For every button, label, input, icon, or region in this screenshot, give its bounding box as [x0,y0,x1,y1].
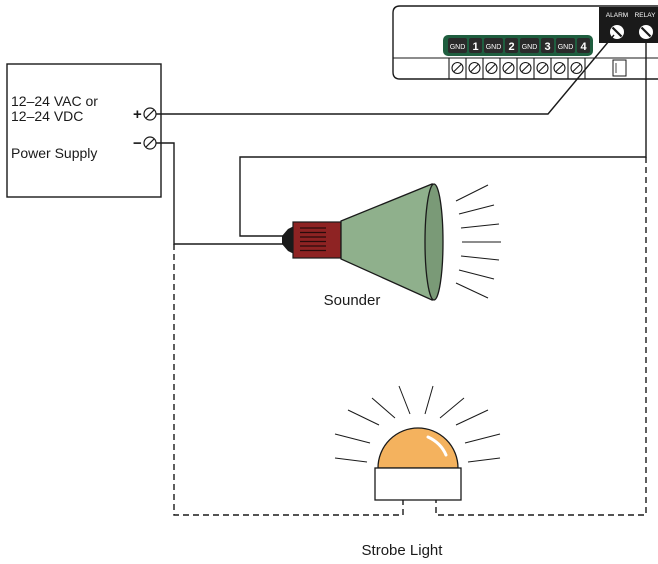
terminal-label-gnd-1: GND [450,44,466,51]
terminal-label-2: 2 [508,41,514,53]
terminal-label-gnd-4: GND [558,44,574,51]
power-supply: 12–24 VAC or 12–24 VDC Power Supply + − [6,63,162,198]
zone-screw-terminals [448,58,586,79]
strobe-highlight [426,435,448,457]
terminal-label-4: 4 [580,41,587,53]
power-supply-line3: Power Supply [11,145,97,161]
plus-sign: + [133,106,142,123]
jumper-switch [612,59,627,77]
sounder-sound-lines [455,184,501,299]
power-supply-line2: 12–24 VDC [11,108,83,124]
power-supply-line1: 12–24 VAC or [11,93,98,109]
terminal-label-gnd-2: GND [486,44,502,51]
strobe-rays [334,385,501,463]
relay-label: RELAY [635,12,656,19]
power-supply-box [6,63,162,198]
sounder-cone [340,183,433,302]
zone-terminal-labels: GND 1 GND 2 GND 3 GND 4 [448,38,590,53]
terminal-label-3: 3 [544,41,550,53]
strobe-light: Strobe Light [334,385,501,559]
alarm-label: ALARM [606,12,628,19]
control-panel: GND 1 GND 2 GND 3 GND 4 [392,5,658,80]
terminal-label-gnd-3: GND [522,44,538,51]
strobe-label: Strobe Light [362,542,444,559]
dashed-wires [173,157,647,516]
solid-wires [156,34,647,245]
relay-terminal [639,25,653,39]
strobe-base [374,467,462,501]
minus-terminal [143,136,157,150]
terminal-label-1: 1 [472,41,478,53]
sounder: Sounder [282,183,501,309]
sounder-label: Sounder [324,292,381,309]
wire-relay-to-strobe [435,157,647,516]
plus-terminal [143,107,157,121]
wire-minus-to-sounder [156,142,283,245]
sounder-bell-rim [424,183,444,301]
wire-relay-to-sounder [239,40,647,237]
wire-plus-to-alarm [156,34,615,115]
minus-sign: − [133,135,142,152]
sounder-plug [282,226,294,254]
wire-minus-to-strobe [173,244,404,516]
strobe-dome [377,427,459,469]
